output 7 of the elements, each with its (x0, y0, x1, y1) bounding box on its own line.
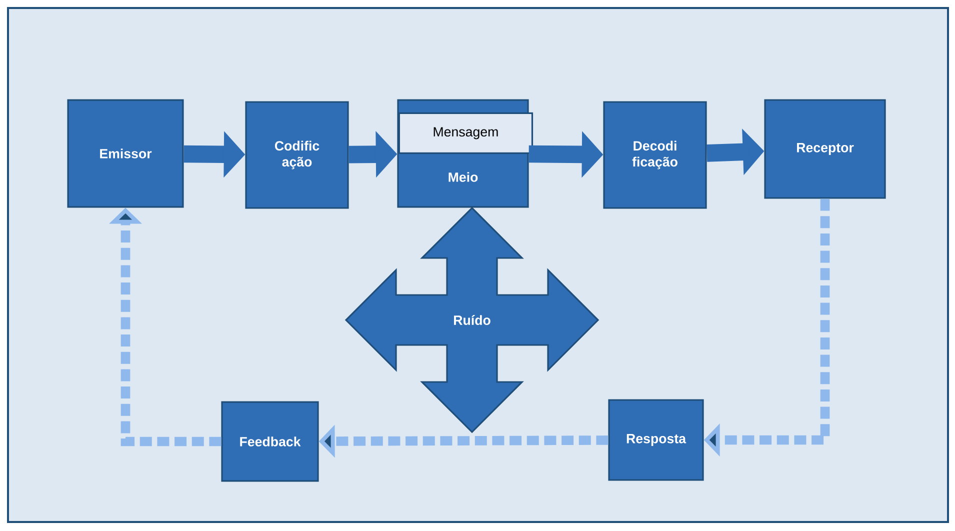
message-box: Mensagem (398, 112, 534, 154)
process-box: Receptor (764, 99, 886, 199)
process-box: Feedback (221, 401, 319, 482)
process-box: Codific ação (245, 101, 349, 209)
process-box: Resposta (608, 399, 704, 481)
process-box: Emissor (67, 99, 184, 208)
process-box: Decodi ficação (603, 101, 707, 209)
